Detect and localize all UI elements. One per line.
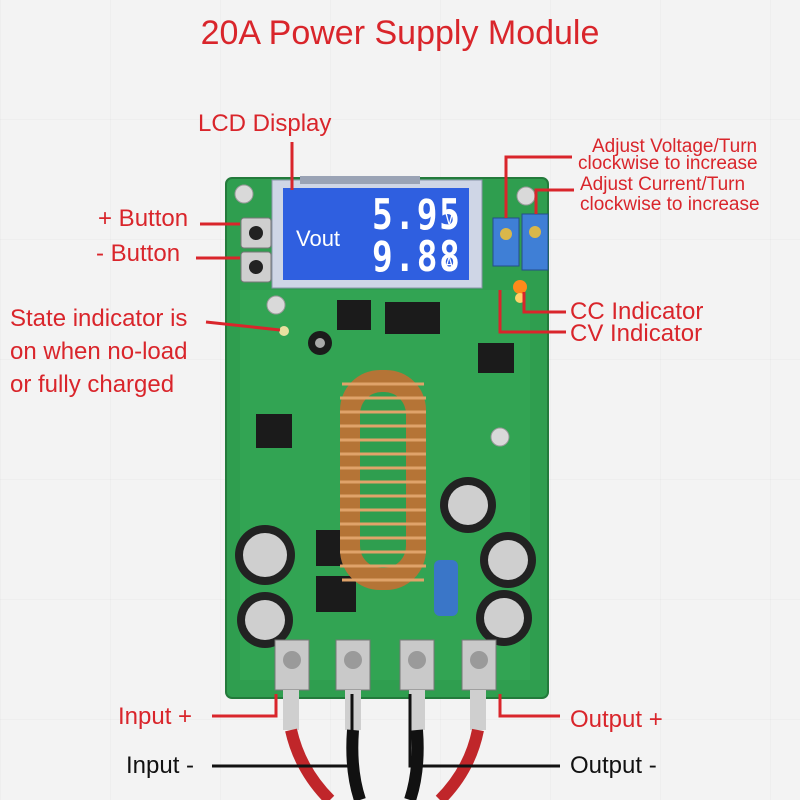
- electrolytic-capacitor: [440, 477, 496, 533]
- ic-chip: [385, 302, 440, 334]
- page-title: 20A Power Supply Module: [200, 14, 600, 52]
- label-output-minus: Output -: [570, 752, 657, 779]
- label-input-minus: Input -: [126, 752, 195, 779]
- mount-hole: [234, 184, 254, 204]
- lcd-current-readout: 9.88: [372, 232, 462, 281]
- label-minus-button: - Button: [96, 240, 181, 267]
- mount-hole: [490, 427, 510, 447]
- lcd-screen: [283, 188, 469, 280]
- label-cv-indicator: CV Indicator: [570, 320, 703, 347]
- lcd-ribbon: [300, 176, 420, 184]
- mount-hole: [516, 186, 536, 206]
- leader-input-minus: [212, 694, 354, 768]
- terminal-output-minus: [399, 639, 435, 691]
- label-input-plus: Input +: [118, 703, 193, 730]
- wire-input-plus: [283, 690, 335, 800]
- lcd-voltage-unit: V: [445, 212, 454, 228]
- state-line-3: or fully charged: [10, 371, 175, 398]
- state-led: [279, 326, 289, 336]
- wire-output-plus: [435, 690, 486, 800]
- cc-led: [513, 280, 527, 294]
- power-resistor: [434, 560, 458, 616]
- mosfet: [316, 576, 356, 612]
- label-plus-button: + Button: [98, 205, 189, 232]
- label-lcd-display: LCD Display: [198, 110, 332, 137]
- leader-input-plus: [212, 694, 278, 718]
- terminal-input-minus: [335, 639, 371, 691]
- lcd-current-unit: A: [445, 256, 454, 272]
- electrolytic-capacitor: [235, 525, 295, 585]
- terminal-input-plus: [274, 639, 310, 691]
- toroid-inductor: [340, 370, 426, 590]
- ic-chip: [256, 414, 292, 448]
- ic-chip: [478, 343, 514, 373]
- adj-voltage-line-2: clockwise to increase: [578, 153, 758, 174]
- adj-current-line-2: clockwise to increase: [580, 194, 760, 215]
- leader-output-plus: [498, 694, 560, 718]
- label-cc-indicator: CC Indicator: [570, 298, 704, 325]
- state-line-1: State indicator is: [10, 305, 188, 332]
- leader-cc: [522, 292, 566, 314]
- leader-output-minus: [408, 694, 560, 768]
- electrolytic-capacitor: [237, 592, 293, 648]
- leader-state: [205, 320, 281, 332]
- mount-hole: [266, 295, 286, 315]
- electrolytic-capacitor: [480, 532, 536, 588]
- adj-voltage-line-1: Adjust Voltage/Turn: [592, 136, 758, 157]
- terminal-output-plus: [461, 639, 497, 691]
- voltage-potentiometer: [492, 217, 520, 267]
- leader-adj-current: [534, 188, 574, 214]
- leader-adj-voltage: [504, 155, 572, 218]
- electrolytic-capacitor: [476, 590, 532, 646]
- ic-chip: [337, 300, 371, 330]
- lcd-voltage-readout: 5.95: [372, 190, 462, 239]
- label-output-plus: Output +: [570, 706, 663, 733]
- current-potentiometer: [521, 213, 549, 271]
- adj-current-line-1: Adjust Current/Turn: [580, 174, 746, 195]
- state-line-2: on when no-load: [10, 338, 188, 365]
- leader-cv: [498, 290, 566, 334]
- lcd-mode-label: Vout: [296, 226, 341, 251]
